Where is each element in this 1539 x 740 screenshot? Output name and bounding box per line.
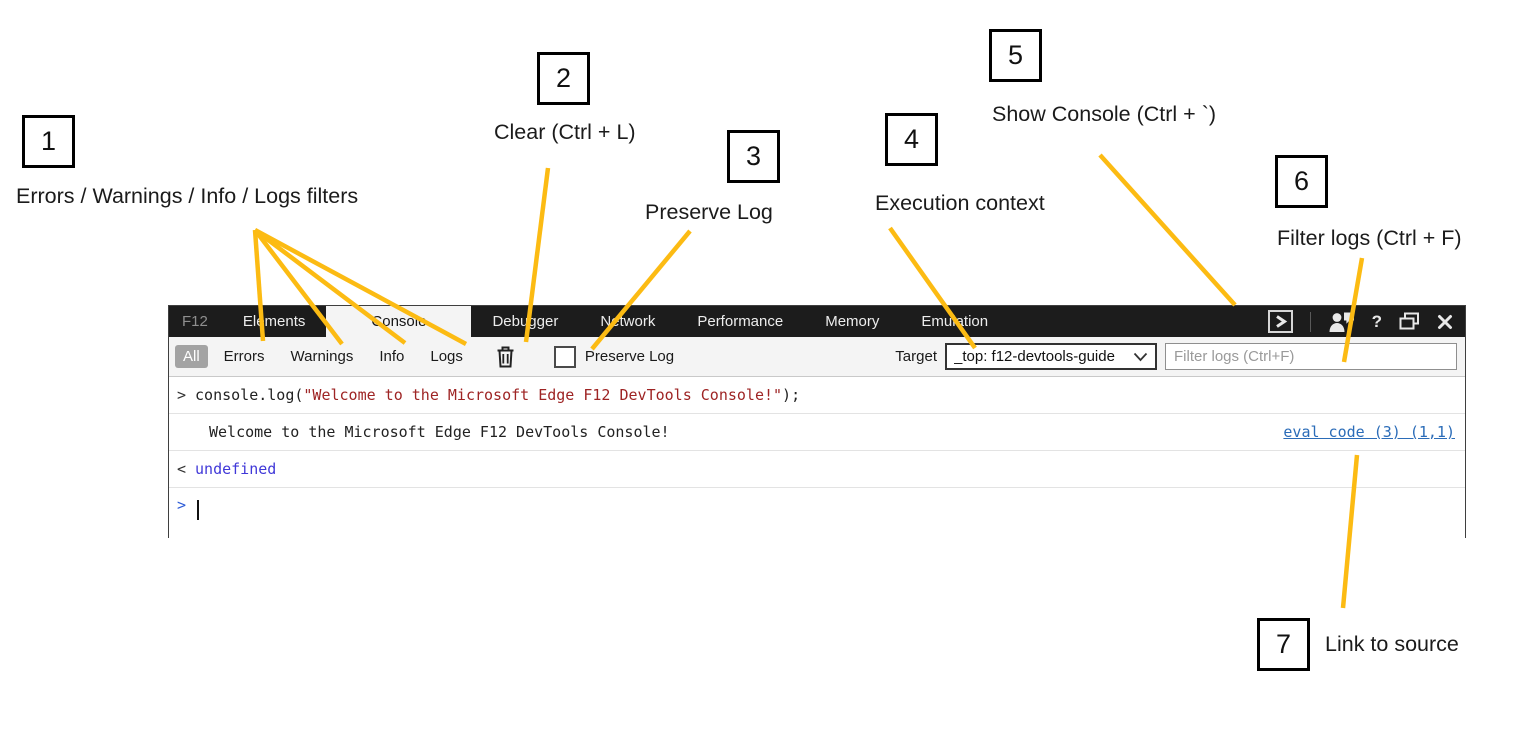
console-input-row[interactable]: > bbox=[169, 488, 1465, 538]
callout-number: 1 bbox=[40, 126, 57, 156]
tab-emulation[interactable]: Emulation bbox=[921, 313, 989, 330]
filter-errors-button[interactable]: Errors bbox=[223, 348, 265, 365]
callout-label-clear: Clear (Ctrl + L) bbox=[494, 120, 636, 144]
preserve-log-checkbox[interactable] bbox=[553, 345, 576, 368]
tab-bar-icon-cluster: ? bbox=[1267, 306, 1465, 337]
text-cursor bbox=[197, 500, 200, 520]
filter-logs-input[interactable] bbox=[1165, 343, 1457, 370]
feedback-person-icon[interactable] bbox=[1328, 311, 1355, 332]
console-toolbar: All Errors Warnings Info Logs Preserve L… bbox=[169, 337, 1465, 377]
log-message: Welcome to the Microsoft Edge F12 DevToo… bbox=[209, 423, 670, 441]
callout-box-7: 7 bbox=[1257, 618, 1310, 671]
callout-label-preserve-log: Preserve Log bbox=[645, 200, 773, 224]
target-group: Target _top: f12-devtools-guide bbox=[895, 343, 1457, 370]
callout-number: 3 bbox=[745, 141, 762, 171]
callout-label-filter-logs: Filter logs (Ctrl + F) bbox=[1277, 226, 1462, 250]
tab-elements[interactable]: Elements bbox=[242, 313, 306, 330]
result-value: undefined bbox=[195, 460, 277, 478]
filter-all-button[interactable]: All bbox=[175, 345, 208, 368]
callout-label-show-console: Show Console (Ctrl + `) bbox=[992, 102, 1217, 126]
chevron-down-icon bbox=[1133, 352, 1148, 361]
tab-performance[interactable]: Performance bbox=[697, 313, 784, 330]
f12-devtools-window: F12 Elements Console Debugger Network Pe… bbox=[168, 305, 1466, 538]
filter-warnings-button[interactable]: Warnings bbox=[290, 348, 354, 365]
tab-memory[interactable]: Memory bbox=[825, 313, 880, 330]
source-link[interactable]: eval code (3) (1,1) bbox=[1283, 423, 1455, 441]
console-input-echo-row: > console.log("Welcome to the Microsoft … bbox=[169, 377, 1465, 414]
code-text: console.log("Welcome to the Microsoft Ed… bbox=[195, 386, 801, 404]
restore-window-icon[interactable] bbox=[1399, 312, 1420, 331]
execution-context-dropdown[interactable]: _top: f12-devtools-guide bbox=[945, 343, 1157, 370]
console-output-area: > console.log("Welcome to the Microsoft … bbox=[169, 377, 1465, 538]
console-log-row: Welcome to the Microsoft Edge F12 DevToo… bbox=[169, 414, 1465, 451]
callout-number: 4 bbox=[903, 124, 920, 154]
annotation-line-show-console bbox=[1098, 153, 1237, 307]
input-echo-prompt: > bbox=[177, 386, 187, 404]
f12-app-label: F12 bbox=[182, 313, 208, 330]
callout-box-6: 6 bbox=[1275, 155, 1328, 208]
callout-label-filters: Errors / Warnings / Info / Logs filters bbox=[16, 184, 359, 208]
filter-logs-button[interactable]: Logs bbox=[430, 348, 463, 365]
close-icon[interactable] bbox=[1437, 314, 1453, 330]
tab-console[interactable]: Console bbox=[326, 306, 472, 337]
callout-box-3: 3 bbox=[727, 130, 780, 183]
callout-box-1: 1 bbox=[22, 115, 75, 168]
callout-label-link-to-source: Link to source bbox=[1325, 632, 1459, 656]
clear-console-button[interactable] bbox=[495, 345, 516, 369]
result-prompt: < bbox=[177, 460, 187, 478]
devtools-tab-bar: F12 Elements Console Debugger Network Pe… bbox=[169, 306, 1465, 337]
preserve-log-label: Preserve Log bbox=[584, 348, 675, 365]
callout-number: 5 bbox=[1007, 40, 1024, 70]
code-string-literal: "Welcome to the Microsoft Edge F12 DevTo… bbox=[303, 386, 783, 404]
callout-label-execution-context: Execution context bbox=[875, 191, 1045, 215]
filter-info-button[interactable]: Info bbox=[379, 348, 405, 365]
callout-box-5: 5 bbox=[989, 29, 1042, 82]
callout-number: 6 bbox=[1293, 166, 1310, 196]
callout-box-4: 4 bbox=[885, 113, 938, 166]
callout-box-2: 2 bbox=[537, 52, 590, 105]
trash-icon[interactable] bbox=[495, 345, 516, 369]
tab-network[interactable]: Network bbox=[600, 313, 656, 330]
tab-debugger[interactable]: Debugger bbox=[492, 313, 559, 330]
target-label: Target bbox=[895, 348, 937, 365]
callout-number: 7 bbox=[1275, 629, 1292, 659]
show-console-icon[interactable] bbox=[1267, 310, 1293, 333]
icon-divider bbox=[1309, 311, 1311, 332]
input-prompt: > bbox=[177, 496, 187, 514]
help-icon[interactable]: ? bbox=[1371, 311, 1382, 331]
console-result-row: < undefined bbox=[169, 451, 1465, 488]
execution-context-value: _top: f12-devtools-guide bbox=[954, 348, 1115, 365]
callout-number: 2 bbox=[555, 63, 572, 93]
